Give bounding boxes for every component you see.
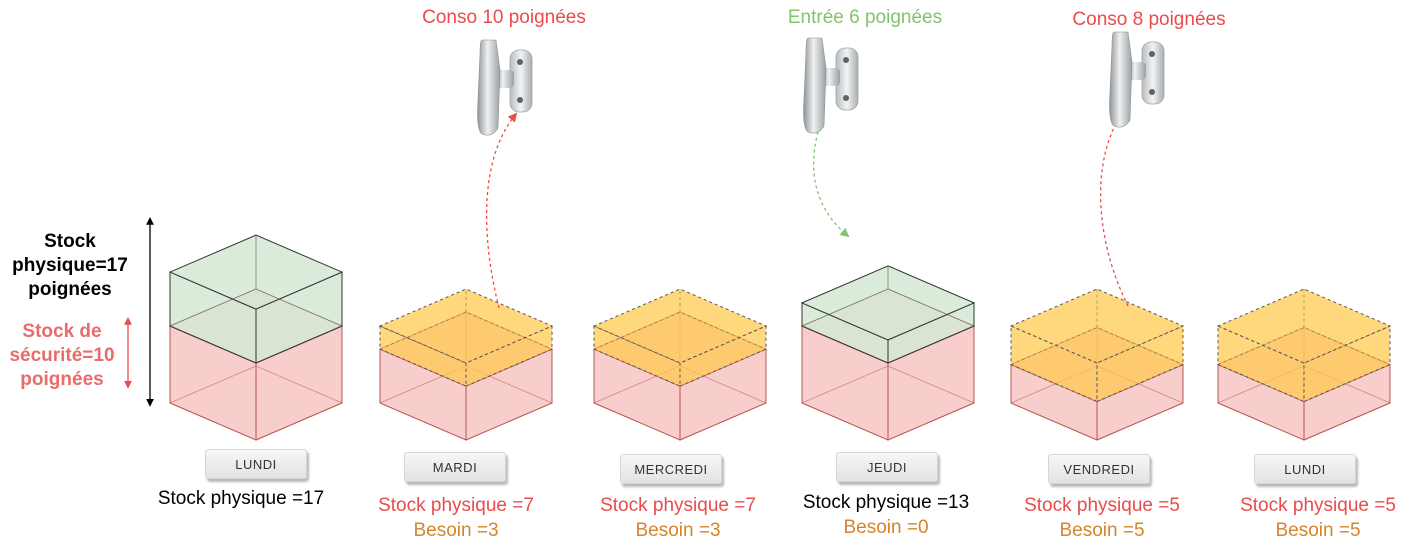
physical-stock-side-label: Stock physique=17 poignées <box>6 230 134 302</box>
day-stock-label: Stock physique =7 <box>378 495 534 516</box>
safety-stock-line: poignées <box>20 369 104 390</box>
day-stock-label: Stock physique =5 <box>1240 495 1396 516</box>
need-block-top-face <box>592 288 768 364</box>
safety-stock-line: sécurité=10 <box>9 345 115 366</box>
safety-stock-line: Stock de <box>22 321 102 342</box>
annotation-consumption-1: Conso 10 poignées <box>422 7 586 28</box>
day-stock-label: Stock physique =13 <box>802 492 970 513</box>
day-stock-label: Stock physique =5 <box>1024 495 1180 516</box>
day-need-label: Besoin =3 <box>635 520 721 541</box>
window-handle-icon <box>1109 31 1165 128</box>
consumption-arrow-2 <box>1099 110 1129 307</box>
day-need-label: Besoin =5 <box>1059 520 1145 541</box>
consumption-arrow-1 <box>485 112 518 309</box>
need-block-back-edge <box>1217 327 1391 365</box>
day-need-label: Besoin =5 <box>1275 520 1361 541</box>
day-button-mercredi[interactable]: MERCREDI <box>620 454 722 484</box>
day-need-label: Besoin =3 <box>413 520 499 541</box>
need-block-back-edge <box>1010 327 1184 365</box>
day-button-jeudi[interactable]: JEUDI <box>836 452 938 482</box>
day-stock-label: Stock physique =7 <box>600 495 756 516</box>
day-button-vendredi[interactable]: VENDREDI <box>1048 454 1150 484</box>
day-button-lundi-next[interactable]: LUNDI <box>1254 454 1356 484</box>
entry-arrow <box>813 131 850 238</box>
need-block-top-face <box>378 288 554 364</box>
physical-stock-line: physique=17 <box>12 255 128 276</box>
physical-stock-line: poignées <box>28 279 112 300</box>
annotation-entry: Entrée 6 poignées <box>787 7 943 28</box>
physical-stock-block-top-face <box>800 265 976 341</box>
window-handle-icon <box>803 37 859 134</box>
safety-stock-side-label: Stock de sécurité=10 poignées <box>0 320 124 392</box>
day-need-label: Besoin =0 <box>843 517 929 538</box>
need-block-back-edge <box>379 311 553 350</box>
annotation-consumption-2: Conso 8 poignées <box>1072 9 1226 30</box>
window-handle-icon <box>477 39 533 136</box>
physical-stock-line: Stock <box>44 231 96 252</box>
day-stock-label: Stock physique =17 <box>157 488 325 509</box>
need-block-back-edge <box>593 311 767 350</box>
day-button-mardi[interactable]: MARDI <box>404 452 506 482</box>
day-button-lundi[interactable]: LUNDI <box>205 449 307 479</box>
